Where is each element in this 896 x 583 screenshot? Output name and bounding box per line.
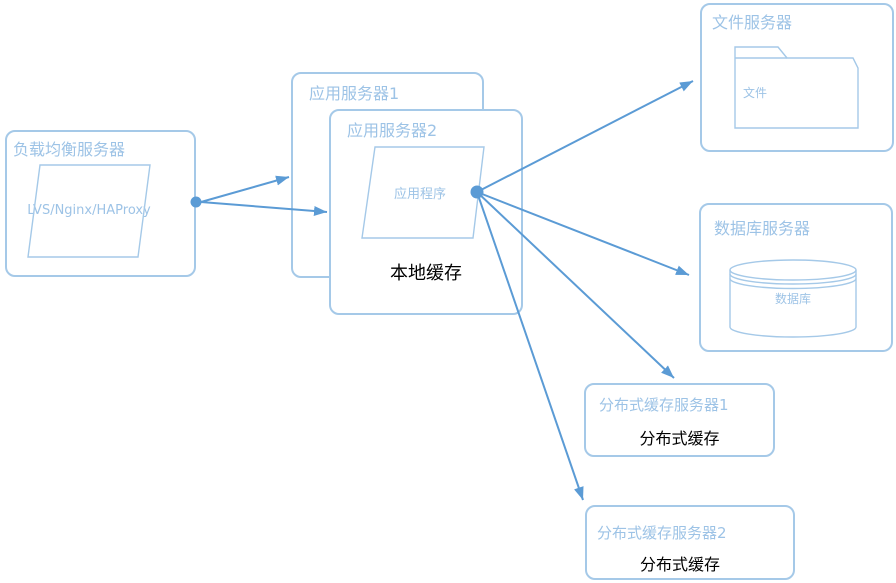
node-title-cache-server-2: 分布式缓存服务器2 [597,524,727,542]
lvs-shape-label: LVS/Nginx/HAProxy [27,203,151,218]
node-title-app-server-2: 应用服务器2 [347,121,438,140]
cache-label-1: 分布式缓存 [639,429,720,448]
cache-label-2: 分布式缓存 [639,555,720,574]
node-title-file-server: 文件服务器 [712,13,793,32]
application-shape-label: 应用程序 [393,187,446,202]
node-title-app-server-1: 应用服务器1 [309,84,400,103]
node-title-load-balancer: 负载均衡服务器 [13,140,126,159]
node-database-server: 数据库服务器 [699,203,893,352]
node-app-server-2: 应用服务器2 本地缓存 [329,109,523,315]
node-cache-server-2: 分布式缓存服务器2 分布式缓存 [585,505,795,580]
edge-lb-to-app1 [200,175,290,203]
local-cache-label: 本地缓存 [390,263,462,284]
node-cache-server-1: 分布式缓存服务器1 分布式缓存 [584,383,775,457]
node-file-server: 文件服务器 [700,3,894,152]
node-title-database-server: 数据库服务器 [714,219,811,238]
database-shape-label: 数据库 [774,292,811,306]
file-shape-label: 文件 [743,86,768,100]
node-title-cache-server-1: 分布式缓存服务器1 [599,396,729,414]
